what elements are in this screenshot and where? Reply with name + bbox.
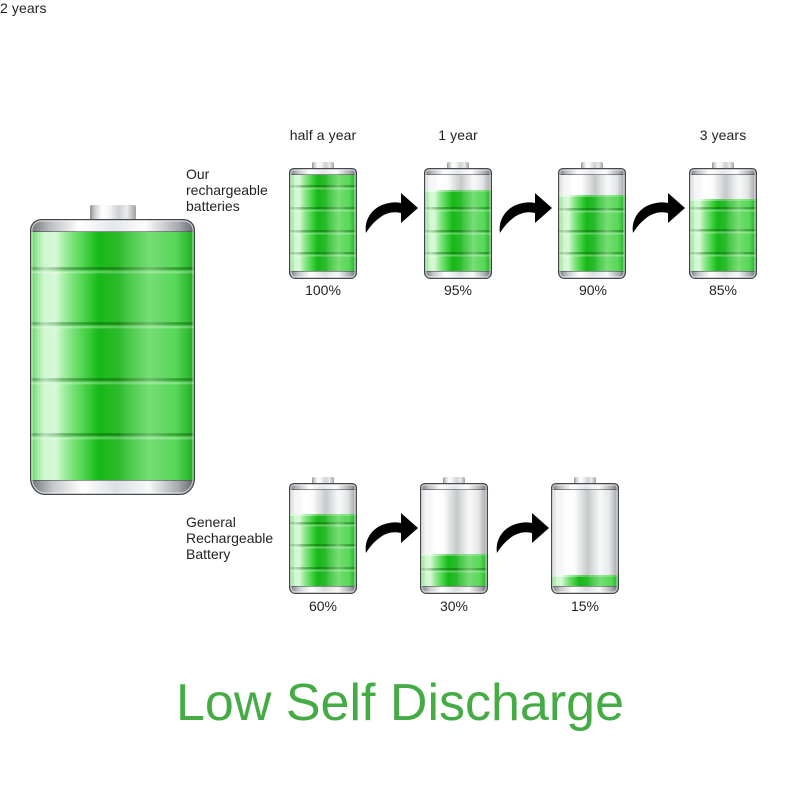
battery-cap-icon xyxy=(312,477,334,484)
battery-general-60 xyxy=(289,477,357,594)
time-label-half-a-year: half a year xyxy=(289,127,357,143)
battery-half-a-year xyxy=(289,162,357,279)
battery-bottom-rim xyxy=(689,271,757,279)
large-battery-cap xyxy=(89,205,136,221)
battery-body xyxy=(289,168,357,279)
battery-body xyxy=(424,168,492,279)
battery-bottom-rim xyxy=(551,586,619,594)
battery-general-30 xyxy=(420,477,488,594)
arrow-icon-row2-2 xyxy=(494,506,550,558)
battery-fill xyxy=(424,190,492,279)
percent-label-60: 60% xyxy=(308,598,338,614)
large-battery-top-rim xyxy=(30,219,195,232)
battery-general-15 xyxy=(551,477,619,594)
battery-body xyxy=(558,168,626,279)
percent-label-95: 95% xyxy=(443,282,473,298)
battery-fill xyxy=(558,194,626,279)
battery-bottom-rim xyxy=(420,586,488,594)
battery-cap-icon xyxy=(443,477,465,484)
battery-body xyxy=(551,483,619,594)
percent-label-85: 85% xyxy=(708,282,738,298)
battery-top-rim xyxy=(689,168,757,175)
large-battery-body xyxy=(30,219,195,495)
battery-top-rim xyxy=(289,483,357,490)
battery-cap-icon xyxy=(574,477,596,484)
battery-top-rim xyxy=(424,168,492,175)
row-label-general-battery: General Rechargeable Battery xyxy=(186,514,274,562)
battery-bottom-rim xyxy=(289,271,357,279)
battery-fill xyxy=(689,199,757,279)
battery-2-years xyxy=(558,162,626,279)
arrow-icon-row1-3 xyxy=(630,186,686,238)
battery-cap-icon xyxy=(447,162,469,169)
time-label-1-year: 1 year xyxy=(438,127,478,143)
battery-fill xyxy=(289,514,357,594)
battery-cap-icon xyxy=(712,162,734,169)
battery-top-rim xyxy=(551,483,619,490)
battery-body xyxy=(689,168,757,279)
battery-cap-icon xyxy=(312,162,334,169)
battery-cap-icon xyxy=(581,162,603,169)
row-label-our-batteries: Our rechargeable batteries xyxy=(186,166,268,214)
arrow-icon-row1-1 xyxy=(363,186,419,238)
percent-label-30: 30% xyxy=(439,598,469,614)
battery-3-years xyxy=(689,162,757,279)
battery-1-year xyxy=(424,162,492,279)
battery-top-rim xyxy=(558,168,626,175)
arrow-icon-row2-1 xyxy=(363,506,419,558)
large-battery xyxy=(30,205,195,495)
battery-bottom-rim xyxy=(289,586,357,594)
large-battery-fill xyxy=(30,219,195,495)
battery-body xyxy=(420,483,488,594)
percent-label-100: 100% xyxy=(305,282,341,298)
percent-label-90: 90% xyxy=(578,282,608,298)
page-title: Low Self Discharge xyxy=(176,674,624,732)
arrow-icon-row1-2 xyxy=(497,186,553,238)
battery-top-rim xyxy=(289,168,357,175)
time-label-2-years: 2 years xyxy=(0,0,47,16)
time-label-3-years: 3 years xyxy=(699,127,747,143)
battery-body xyxy=(289,483,357,594)
battery-fill xyxy=(289,168,357,279)
battery-bottom-rim xyxy=(558,271,626,279)
large-battery-bottom-rim xyxy=(30,480,195,495)
battery-bottom-rim xyxy=(424,271,492,279)
battery-top-rim xyxy=(420,483,488,490)
percent-label-15: 15% xyxy=(570,598,600,614)
